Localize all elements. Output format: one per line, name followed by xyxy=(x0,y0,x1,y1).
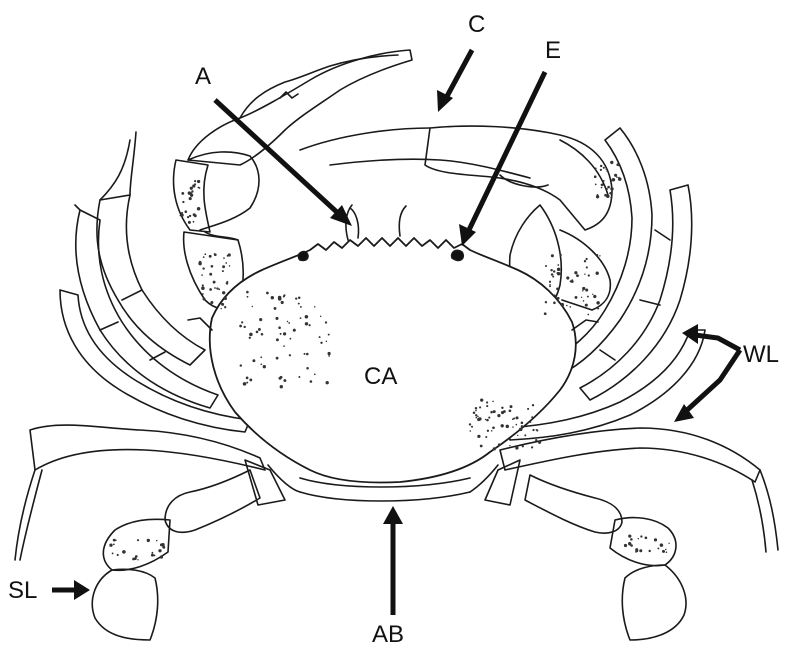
right-swimming-leg xyxy=(525,475,686,640)
arrow-e xyxy=(459,72,545,246)
arrow-a xyxy=(215,100,352,226)
arrow-c xyxy=(437,50,472,112)
label-ca: CA xyxy=(364,363,397,390)
label-wl: WL xyxy=(743,341,779,368)
arrow-ab xyxy=(383,506,403,615)
label-sl: SL xyxy=(8,577,37,604)
label-a: A xyxy=(195,63,211,90)
arrow-wl xyxy=(674,324,740,422)
label-ab: AB xyxy=(372,621,404,648)
label-e: E xyxy=(545,37,561,64)
arrow-sl xyxy=(52,580,90,600)
label-c: C xyxy=(468,11,485,38)
